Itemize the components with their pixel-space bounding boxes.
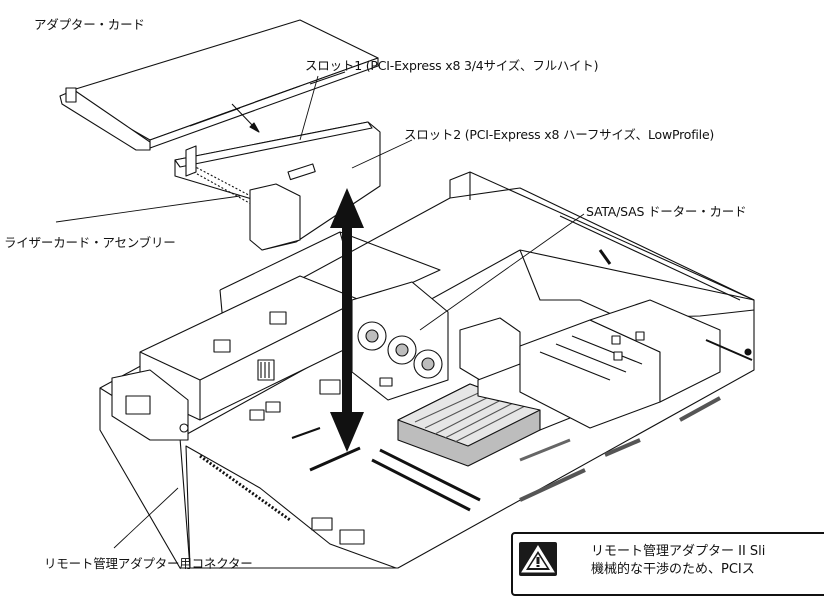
adapter-card-label: アダプター・カード [34, 17, 145, 32]
power-supply [111, 275, 361, 441]
slot2-label: スロット2 (PCI-Express x8 ハーフサイズ、LowProfile) [404, 127, 715, 142]
warning-text-line2: 機械的な干渉のため、PCIス [591, 562, 755, 577]
leader-lines [55, 75, 585, 549]
board-components [249, 377, 393, 439]
riser-card-label: ライザーカード・アセンブリー [4, 235, 176, 250]
warning-text-line1: リモート管理アダプター II Sli [591, 544, 766, 559]
slot1-label: スロット1 (PCI-Express x8 3/4サイズ、フルハイト) [305, 58, 599, 73]
adapter-card [59, 19, 379, 151]
front-panel [185, 445, 397, 569]
remote-connector-label: リモート管理アダプター用コネクター [44, 556, 253, 571]
server-diagram [55, 19, 755, 569]
cooling-fans [351, 281, 521, 401]
drive-bays [519, 299, 753, 429]
insert-arrow [231, 103, 260, 133]
warning-box: リモート管理アダプター II Sli 機械的な干渉のため、PCIス [511, 532, 824, 596]
sata-card-label: SATA/SAS ドーター・カード [586, 204, 747, 219]
warning-icon [519, 542, 557, 576]
riser-card-assembly [174, 121, 381, 251]
dimm-slots [309, 446, 481, 512]
vertical-double-arrow [330, 188, 364, 452]
